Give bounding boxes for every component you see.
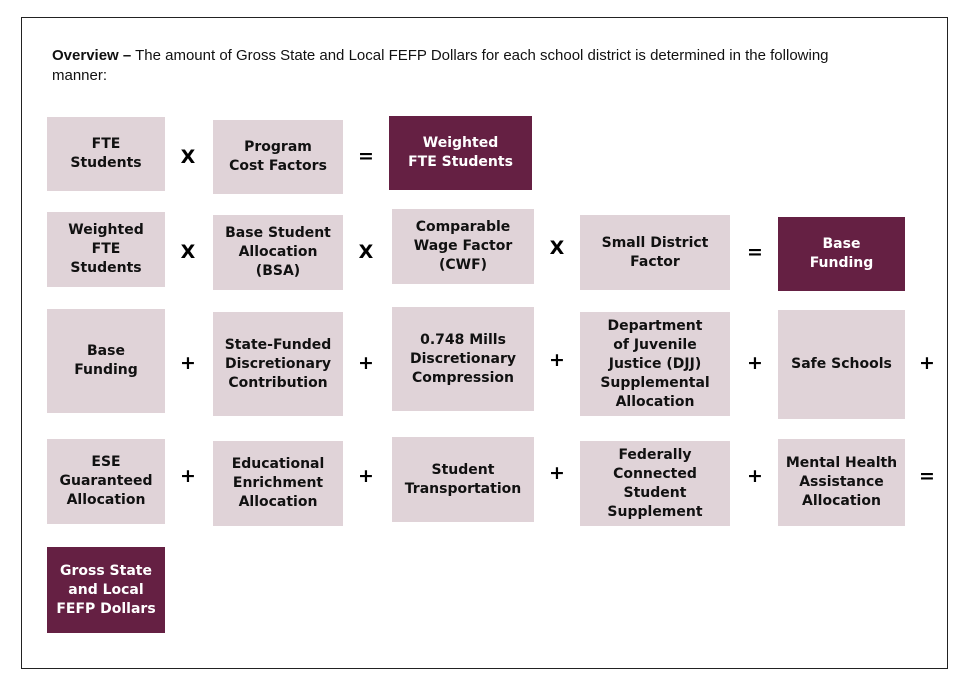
program-cost-factors-box: Program Cost Factors (213, 120, 343, 194)
mills-compression-box: 0.748 Mills Discretionary Compression (392, 307, 534, 411)
plus-operator: + (919, 352, 935, 374)
fte-students-box: FTE Students (47, 117, 165, 191)
multiply-operator: X (549, 237, 565, 259)
plus-operator: + (358, 465, 374, 487)
base-funding-result-box: Base Funding (778, 217, 905, 291)
overview-label: Overview – (52, 47, 132, 64)
educational-enrichment-box: Educational Enrichment Allocation (213, 441, 343, 526)
plus-operator: + (549, 462, 565, 484)
equals-operator: = (747, 241, 763, 263)
plus-operator: + (747, 465, 763, 487)
mental-health-box: Mental Health Assistance Allocation (778, 439, 905, 526)
small-district-factor-box: Small District Factor (580, 215, 730, 290)
plus-operator: + (747, 352, 763, 374)
plus-operator: + (358, 352, 374, 374)
ese-guaranteed-box: ESE Guaranteed Allocation (47, 439, 165, 524)
weighted-fte-students-box: Weighted FTE Students (47, 212, 165, 287)
comparable-wage-factor-box: Comparable Wage Factor (CWF) (392, 209, 534, 284)
plus-operator: + (180, 465, 196, 487)
overview-text: Overview – The amount of Gross State and… (52, 46, 852, 86)
multiply-operator: X (180, 146, 196, 168)
base-funding-box: Base Funding (47, 309, 165, 413)
page-frame (21, 17, 948, 669)
equals-operator: = (919, 465, 935, 487)
safe-schools-box: Safe Schools (778, 310, 905, 419)
base-student-allocation-box: Base Student Allocation (BSA) (213, 215, 343, 290)
state-funded-discretionary-box: State-Funded Discretionary Contribution (213, 312, 343, 416)
weighted-fte-students-result-box: Weighted FTE Students (389, 116, 532, 190)
multiply-operator: X (358, 241, 374, 263)
plus-operator: + (549, 349, 565, 371)
djj-supplemental-box: Department of Juvenile Justice (DJJ) Sup… (580, 312, 730, 416)
overview-description: The amount of Gross State and Local FEFP… (52, 47, 829, 84)
gross-fefp-dollars-result-box: Gross State and Local FEFP Dollars (47, 547, 165, 633)
plus-operator: + (180, 352, 196, 374)
student-transportation-box: Student Transportation (392, 437, 534, 522)
federally-connected-box: Federally Connected Student Supplement (580, 441, 730, 526)
equals-operator: = (358, 145, 374, 167)
multiply-operator: X (180, 241, 196, 263)
